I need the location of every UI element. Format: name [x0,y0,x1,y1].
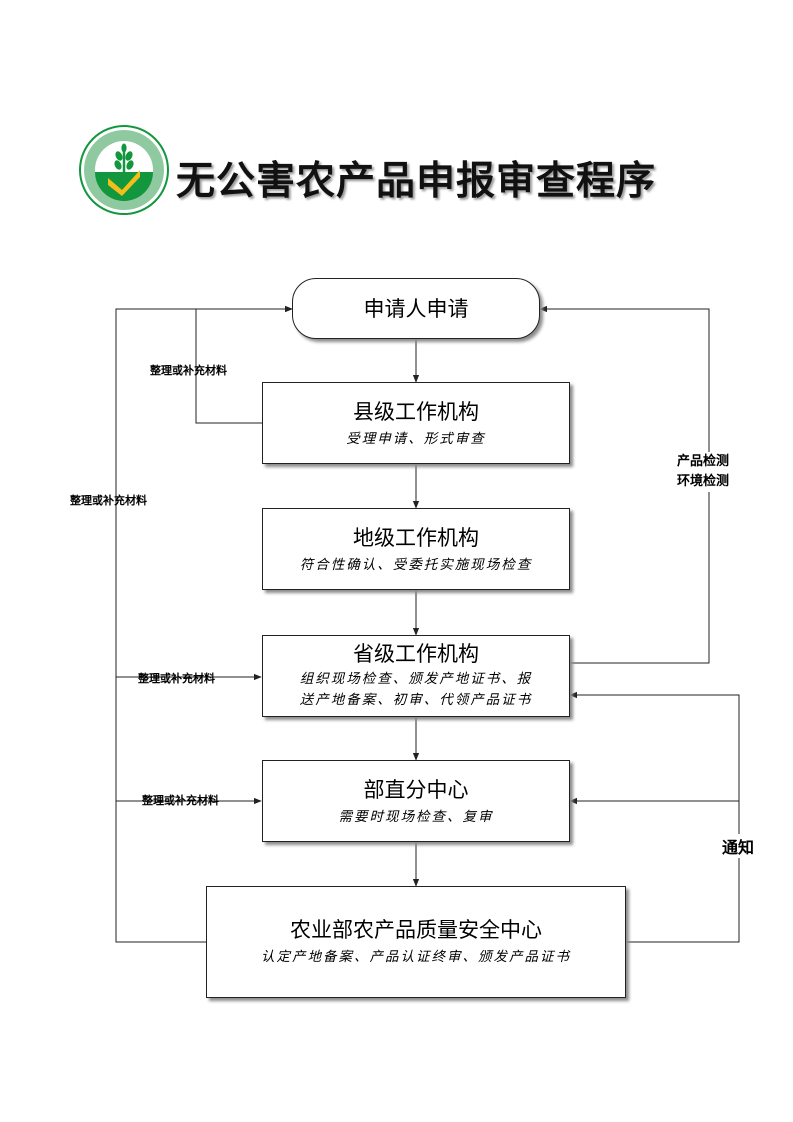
county-agency-title: 县级工作机构 [353,400,479,424]
ministry-branch-node: 部直分中心 需要时现场检查、复审 [262,760,570,842]
county-agency-node: 县级工作机构 受理申请、形式审查 [262,382,570,464]
city-agency-node: 地级工作机构 符合性确认、受委托实施现场检查 [262,508,570,590]
loop-outer-supplement [115,305,293,943]
page-title: 无公害农产品申报审查程序 [176,158,657,204]
applicant-node: 申请人申请 [292,278,540,339]
loop-notify [569,691,740,943]
label-supplement-county: 整理或补充材料 [150,364,227,377]
province-agency-title: 省级工作机构 [353,642,479,666]
province-agency-desc-line1: 组织现场检查、颁发产地证书、报 [299,671,533,687]
pollution-free-logo [79,125,169,215]
quality-center-title: 农业部农产品质量安全中心 [290,918,542,942]
label-product-testing: 产品检测 [677,454,730,469]
label-supplement-branch: 整理或补充材料 [142,794,219,807]
label-supplement-outer: 整理或补充材料 [70,494,147,507]
applicant-title: 申请人申请 [363,297,469,321]
label-notify: 通知 [720,834,757,858]
label-environment-testing: 环境检测 [677,474,730,489]
city-agency-title: 地级工作机构 [353,526,479,550]
province-agency-node: 省级工作机构 组织现场检查、颁发产地证书、报 送产地备案、初审、代领产品证书 [262,635,570,717]
city-agency-desc: 符合性确认、受委托实施现场检查 [299,557,533,573]
quality-center-desc: 认定产地备案、产品认证终审、颁发产品证书 [261,949,571,965]
label-supplement-province: 整理或补充材料 [138,672,215,685]
province-agency-desc-line2: 送产地备案、初审、代领产品证书 [299,692,533,708]
county-agency-desc: 受理申请、形式审查 [346,431,486,447]
quality-center-node: 农业部农产品质量安全中心 认定产地备案、产品认证终审、颁发产品证书 [206,886,626,998]
ministry-branch-title: 部直分中心 [363,778,469,802]
label-testing: 产品检测 环境检测 [675,452,732,492]
ministry-branch-desc: 需要时现场检查、复审 [338,809,494,825]
